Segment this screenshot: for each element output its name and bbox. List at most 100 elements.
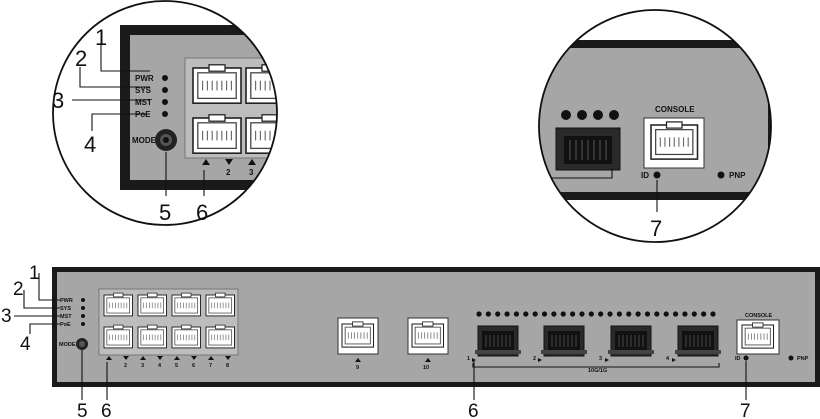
zoom-pnp-button[interactable] [717, 171, 725, 179]
port-number-3: 3 [141, 363, 144, 369]
right-zoom-view: CONSOLE ID PNP 7 [538, 9, 772, 243]
port-number-10: 10 [423, 365, 429, 371]
led-pwr [81, 298, 85, 302]
callout-2-top: 2 [75, 46, 87, 71]
port-arrow-2 [123, 356, 129, 360]
zoom-console-port[interactable] [650, 121, 699, 160]
led-label-mst: MST [60, 314, 72, 320]
callout-2-bottom: 2 [13, 279, 24, 300]
zoom-led-pwr [162, 75, 168, 81]
zoom-port-4[interactable] [245, 114, 294, 154]
sfp-led-dot [635, 311, 641, 317]
port-arrow-8 [225, 356, 231, 360]
sfp-led-dot [570, 311, 576, 317]
sfp-group-bracket [472, 363, 720, 368]
callout-1-top: 1 [95, 25, 107, 50]
sfp-led-dot [485, 311, 491, 317]
sfp-led-dot [579, 311, 585, 317]
sfp-led-row [476, 311, 716, 317]
port-number-4: 4 [158, 363, 162, 369]
zoom-led-label-mst: MST [135, 98, 152, 107]
sfp-led-dot [626, 311, 632, 317]
sfp-number-2: 2 [533, 356, 536, 362]
led-mst [81, 314, 85, 318]
sfp-number-4: 4 [666, 356, 670, 362]
port-arrow-5 [174, 356, 180, 360]
sfp-group-label: 10G/1G [588, 368, 607, 374]
sfp-led-dot [598, 311, 604, 317]
right-zoom-circle [538, 9, 772, 243]
port-9[interactable] [341, 321, 375, 348]
zoom-down-arrow-2 [225, 159, 233, 165]
callout-7-bottom: 7 [740, 401, 751, 419]
sfp-led-dot [560, 311, 566, 317]
port-arrow-6 [191, 356, 197, 360]
console-label: CONSOLE [745, 313, 773, 319]
led-sys [81, 306, 85, 310]
callout-3-top: 3 [52, 88, 64, 113]
callout-4-top: 4 [84, 132, 96, 157]
port-7[interactable] [205, 292, 235, 317]
callout-4-bottom: 4 [20, 334, 31, 355]
sfp-led-dot [513, 311, 520, 317]
port-2[interactable] [103, 324, 133, 349]
sfp-led-dot [523, 311, 529, 317]
sfp-led-dot [672, 311, 679, 317]
zoom-port-2[interactable] [245, 64, 294, 104]
sfp-port-1[interactable] [474, 325, 522, 357]
zoom-led-poe [162, 111, 168, 117]
led-label-pwr: PWR [60, 298, 73, 304]
zoom-port-3[interactable] [192, 114, 242, 154]
port-number-7: 7 [209, 363, 212, 369]
sfp-led-dot [682, 311, 688, 317]
callout-7-top: 7 [650, 216, 662, 241]
console-port[interactable] [741, 322, 775, 349]
id-label: ID [735, 356, 741, 362]
zoom-up-arrow-3 [248, 159, 256, 165]
port-number-6: 6 [192, 363, 195, 369]
zoom-port-1[interactable] [192, 64, 242, 104]
pnp-button[interactable] [788, 355, 794, 361]
zoom-led-sys [162, 87, 168, 93]
sfp-led-dot [532, 311, 538, 317]
port-1[interactable] [103, 292, 133, 317]
zoom-pnp-label: PNP [729, 171, 746, 180]
port-4[interactable] [137, 324, 167, 349]
port-3[interactable] [137, 292, 167, 317]
port-10[interactable] [411, 321, 445, 348]
sfp-led-dot [644, 311, 651, 317]
port-arrow-1 [106, 356, 112, 360]
sfp-number-3: 3 [599, 356, 602, 362]
zoom-up-arrow-1 [202, 159, 210, 165]
mode-label: MODE [59, 342, 76, 348]
callout-6-top: 6 [196, 200, 208, 225]
port-number-9: 9 [356, 365, 359, 371]
sfp-led-dot [663, 311, 669, 317]
led-label-poe: PoE [60, 322, 71, 328]
callout-6-bottom-left: 6 [101, 401, 112, 419]
callout-3-bottom: 3 [1, 306, 12, 327]
port-8[interactable] [205, 324, 235, 349]
port-5[interactable] [171, 292, 201, 317]
zoom-id-led [653, 171, 661, 179]
sfp-port-3[interactable] [607, 325, 655, 357]
sfp-number-1: 1 [467, 356, 470, 362]
sfp-led-dot [701, 311, 707, 317]
port-number-5: 5 [175, 363, 178, 369]
left-zoom-view: PWR SYS MST PoE MODE 2 3 [52, 0, 294, 226]
sfp-led-dot [710, 311, 716, 317]
led-poe [81, 322, 85, 326]
zoom-port-number-2: 2 [226, 168, 231, 177]
port-6[interactable] [171, 324, 201, 349]
callout-5-top: 5 [159, 200, 171, 225]
sfp-port-2[interactable] [540, 325, 588, 357]
left-zoom-circle [52, 0, 278, 226]
id-led [743, 355, 749, 361]
callout-6-bottom-right: 6 [468, 401, 479, 419]
front-panel: PWR SYS MST PoE MODE 2 3 4 5 6 7 [52, 267, 820, 387]
sfp-led-dot [607, 311, 613, 317]
zoom-led-label-pwr: PWR [135, 74, 154, 83]
sfp-port-4[interactable] [674, 325, 722, 357]
sfp-led-dot [654, 311, 660, 317]
sfp-led-dot [541, 311, 548, 317]
